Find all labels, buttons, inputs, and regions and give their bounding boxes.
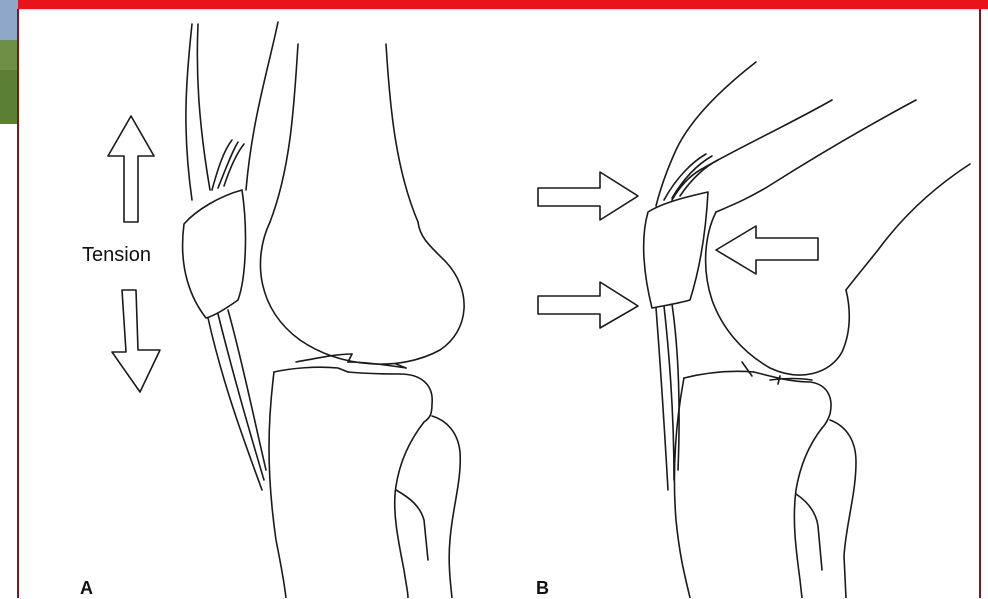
arrow-up-icon: [108, 116, 154, 222]
panel-a-label: A: [80, 578, 93, 599]
panel-a-knee: [183, 22, 465, 598]
tension-label: Tension: [82, 244, 151, 267]
patella-a: [183, 190, 246, 318]
header-banner: [0, 0, 988, 9]
panel-b-knee: [644, 62, 970, 598]
arrow-left-icon: [716, 226, 818, 274]
background-photo-corner: [0, 0, 18, 124]
arrow-right-icon: [538, 282, 638, 328]
arrow-right-icon: [538, 172, 638, 220]
patella-b: [644, 192, 708, 308]
arrow-down-icon: [112, 290, 160, 392]
panel-b-label: B: [536, 578, 549, 599]
